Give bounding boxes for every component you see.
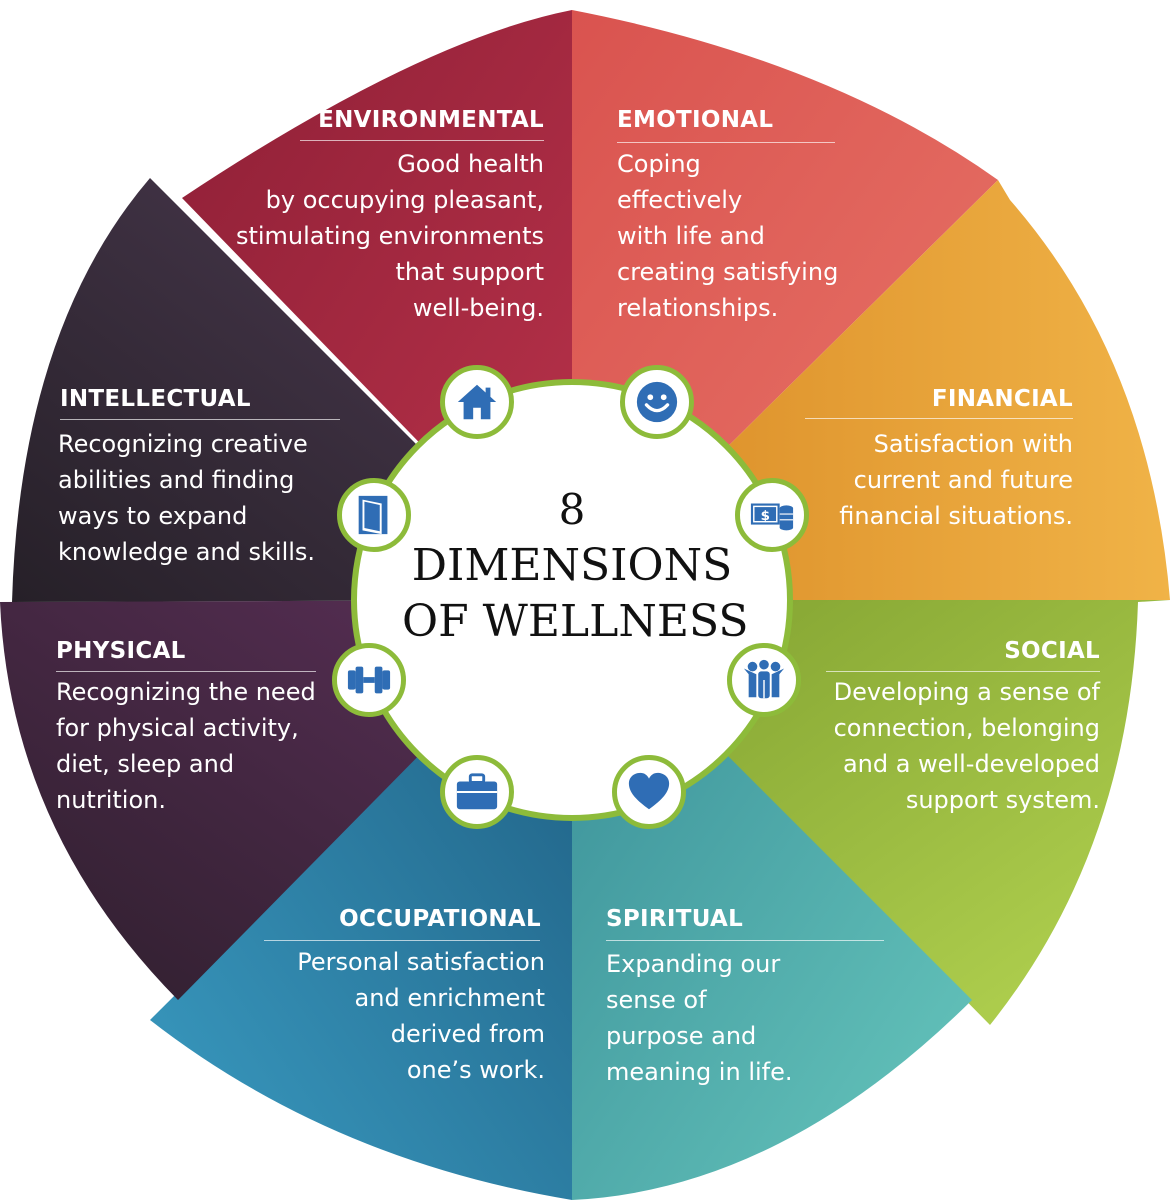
emotional-divider <box>617 142 835 143</box>
intellectual-description: Recognizing creative abilities and findi… <box>58 430 316 566</box>
spiritual-description: Expanding our sense of purpose and meani… <box>606 950 793 1086</box>
spiritual-divider <box>606 940 884 941</box>
social-badge <box>727 643 801 717</box>
occupational-badge <box>440 755 514 829</box>
occupational-divider <box>264 940 540 941</box>
briefcase-icon <box>456 773 498 810</box>
emotional-title: EMOTIONAL <box>617 107 774 133</box>
intellectual-badge <box>337 478 411 552</box>
heart-icon <box>628 772 670 810</box>
social-title: SOCIAL <box>1004 638 1100 664</box>
people-icon <box>743 659 785 699</box>
money-icon: $ <box>750 503 794 531</box>
intellectual-title: INTELLECTUAL <box>60 386 251 412</box>
svg-text:$: $ <box>761 509 770 524</box>
financial-description: Satisfaction with current and future fin… <box>839 430 1073 530</box>
emotional-badge <box>620 365 694 439</box>
social-description: Developing a sense of connection, belong… <box>833 678 1100 814</box>
physical-divider <box>56 671 316 672</box>
financial-badge: $ <box>735 478 809 552</box>
spiritual-badge <box>612 755 686 829</box>
environmental-badge <box>440 365 514 439</box>
house-icon <box>457 384 497 420</box>
intellectual-divider <box>60 419 340 420</box>
physical-description: Recognizing the need for physical activi… <box>56 678 316 814</box>
emotional-description: Coping effectively with life and creatin… <box>617 150 839 322</box>
social-divider <box>826 671 1100 672</box>
environmental-divider <box>300 140 544 141</box>
dumbbell-icon <box>347 666 391 694</box>
center-title-line1: DIMENSIONS <box>411 540 733 591</box>
environmental-title: ENVIRONMENTAL <box>318 107 544 133</box>
physical-title: PHYSICAL <box>56 638 186 664</box>
financial-title: FINANCIAL <box>931 386 1073 412</box>
spiritual-title: SPIRITUAL <box>606 906 744 932</box>
center-circle <box>351 379 793 821</box>
physical-badge <box>332 643 406 717</box>
center-title-line2: OF WELLNESS <box>402 596 749 647</box>
smiley-icon <box>636 381 678 423</box>
occupational-description: Personal satisfaction and enrichment der… <box>297 948 545 1084</box>
book-icon <box>358 495 388 535</box>
occupational-title: OCCUPATIONAL <box>339 906 541 932</box>
center-number: 8 <box>558 485 586 534</box>
environmental-description: Good health by occupying pleasant, stimu… <box>235 150 544 322</box>
financial-divider <box>805 418 1073 419</box>
